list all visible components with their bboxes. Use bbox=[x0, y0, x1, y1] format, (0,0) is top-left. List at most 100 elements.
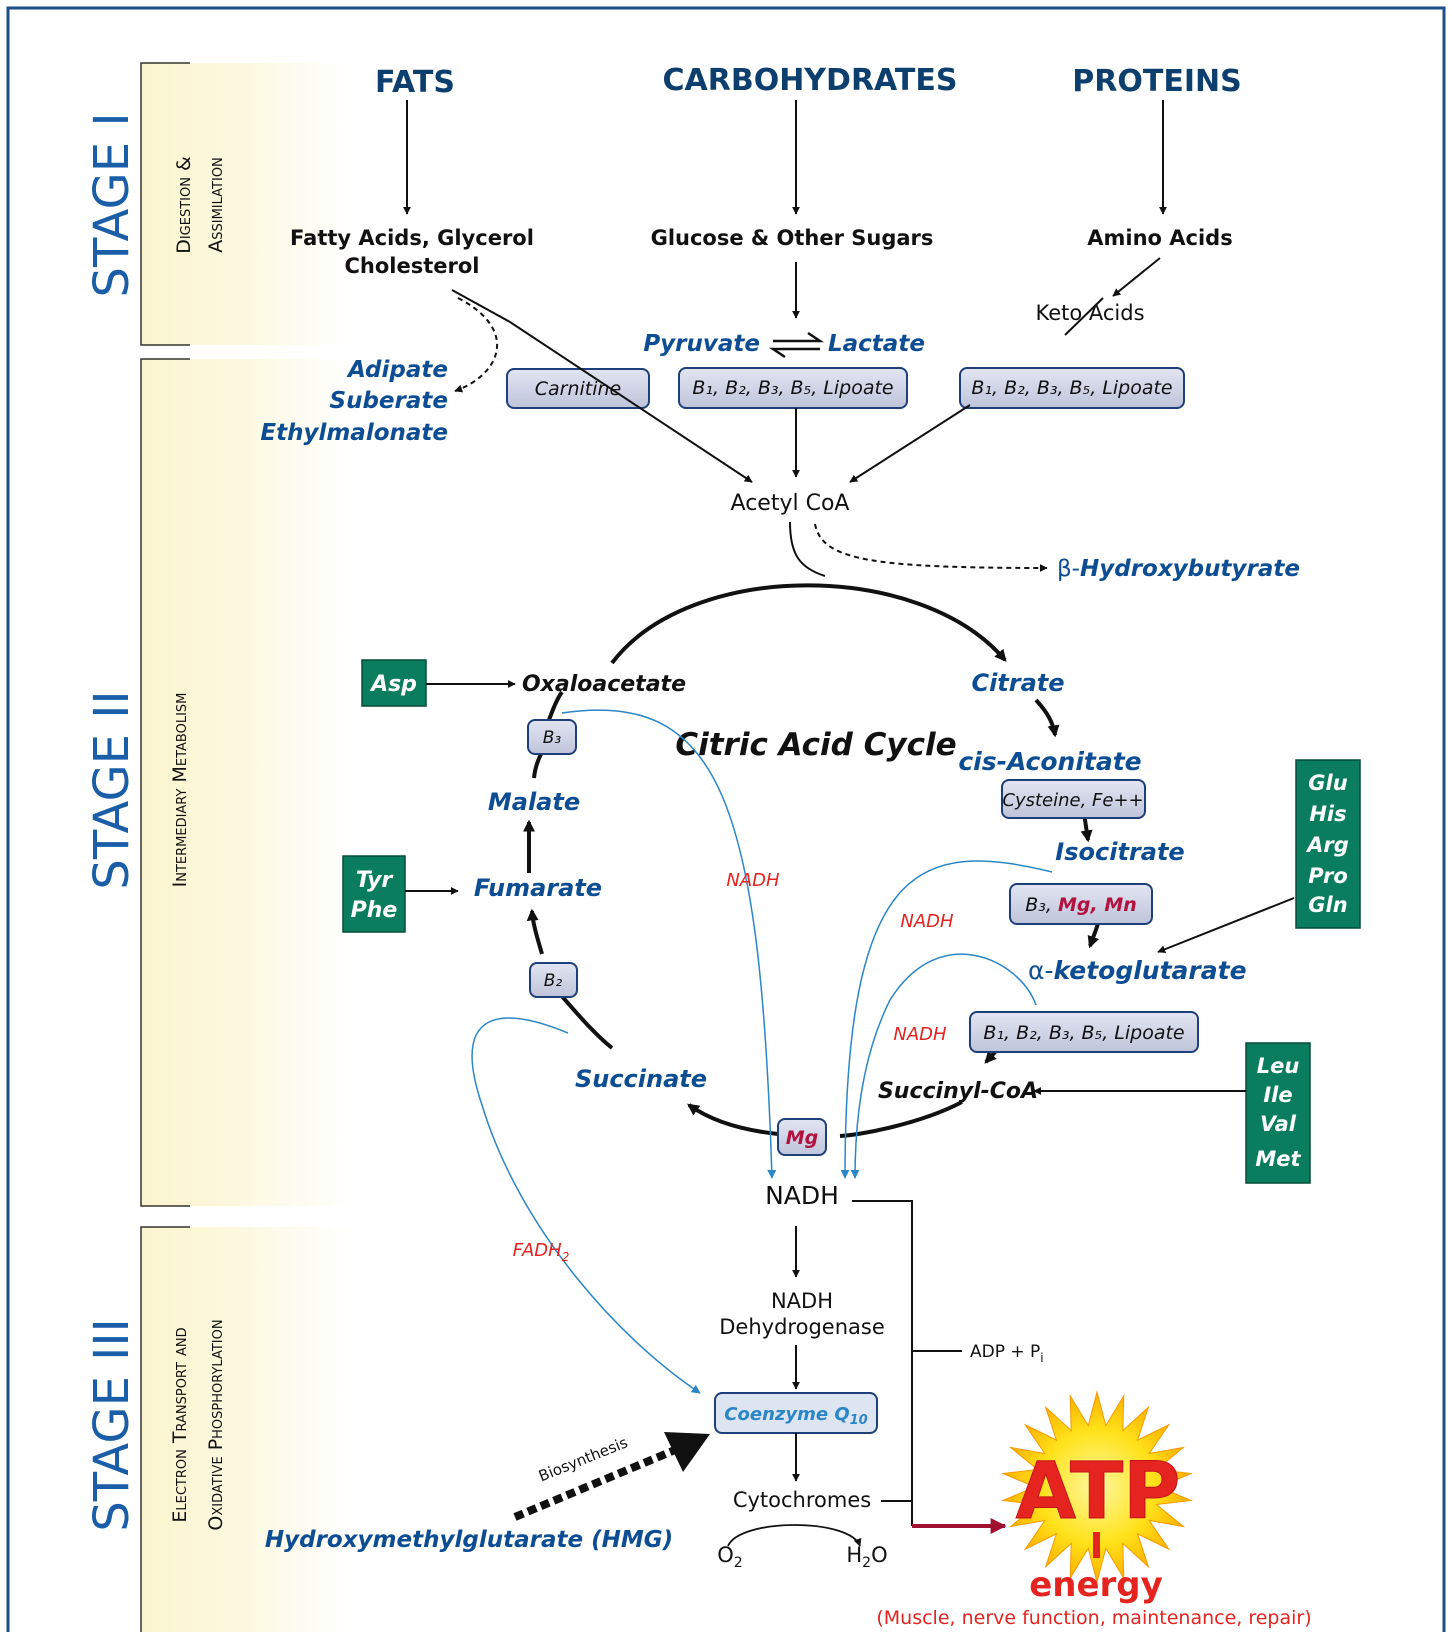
akg-cofactor-box: B₁, B₂, B₃, B₅, Lipoate bbox=[969, 1011, 1199, 1053]
adp-label: ADP + Pi bbox=[970, 1342, 1044, 1365]
hmg-label: Hydroxymethylglutarate (HMG) bbox=[265, 1527, 673, 1553]
dehydrogenase-label-1: NADH bbox=[771, 1289, 833, 1313]
stage-3-subtitle-1: Electron Transport and bbox=[169, 1327, 191, 1522]
acetyl-arrows bbox=[451, 289, 1104, 483]
svg-text:B₁, B₂, B₃, B₅, Lipoate: B₁, B₂, B₃, B₅, Lipoate bbox=[692, 377, 893, 399]
amino-acids-label: Amino Acids bbox=[1087, 226, 1232, 250]
amino-arrows bbox=[405, 680, 1295, 1095]
keto-acids-label: Keto Acids bbox=[1035, 301, 1144, 325]
biosynthesis-arrow-head bbox=[664, 1432, 710, 1472]
stage-1-title: STAGE I bbox=[84, 113, 140, 298]
stage-2-title: STAGE II bbox=[84, 690, 140, 889]
stage-1-subtitle-1: Digestion & bbox=[173, 156, 195, 254]
ethylmalonate-label: Ethylmalonate bbox=[260, 420, 448, 446]
acetyl-to-cycle bbox=[789, 521, 1048, 577]
fatty-acids-label: Fatty Acids, Glycerol bbox=[290, 226, 534, 250]
svg-text:His: His bbox=[1309, 802, 1346, 826]
succinate-label: Succinate bbox=[575, 1065, 707, 1093]
fumarate-label: Fumarate bbox=[474, 874, 602, 902]
leu-ile-box: Leu Ile Val Met bbox=[1245, 1042, 1311, 1184]
biosynthesis-arrow bbox=[513, 1446, 677, 1521]
svg-text:B₁, B₂, B₃, B₅, Lipoate: B₁, B₂, B₃, B₅, Lipoate bbox=[971, 377, 1172, 399]
stage-panels bbox=[140, 62, 351, 1632]
o2-to-h2o-arrow bbox=[727, 1524, 862, 1547]
svg-text:Ile: Ile bbox=[1263, 1083, 1292, 1107]
biosynthesis-label: Biosynthesis bbox=[536, 1433, 630, 1485]
svg-text:Gln: Gln bbox=[1308, 893, 1347, 917]
svg-text:Leu: Leu bbox=[1257, 1054, 1300, 1078]
fats-heading: FATS bbox=[375, 65, 455, 100]
proteins-heading: PROTEINS bbox=[1072, 64, 1241, 99]
cysteine-box: Cysteine, Fe++ bbox=[1001, 779, 1146, 819]
svg-text:B₃: B₃ bbox=[543, 728, 562, 748]
h2o-label: H2O bbox=[846, 1543, 887, 1571]
carnitine-box: Carnitine bbox=[506, 368, 650, 409]
cytochromes-label: Cytochromes bbox=[733, 1488, 871, 1512]
nadh-label-2: NADH bbox=[900, 911, 954, 932]
nadh-label-1: NADH bbox=[726, 870, 780, 891]
cholesterol-label: Cholesterol bbox=[345, 254, 480, 278]
svg-text:B₃, Mg, Mn: B₃, Mg, Mn bbox=[1025, 894, 1137, 916]
svg-text:Arg: Arg bbox=[1305, 833, 1349, 857]
stage-3-subtitle-2: Oxidative Phosphorylation bbox=[205, 1319, 227, 1530]
cis-aconitate-label: cis-Aconitate bbox=[958, 747, 1141, 776]
oxaloacetate-label: Oxaloacetate bbox=[522, 672, 686, 697]
nadh-label-3: NADH bbox=[893, 1024, 947, 1045]
svg-text:Glu: Glu bbox=[1308, 771, 1347, 795]
isocitrate-cofactor-box: B₃, Mg, Mn bbox=[1009, 883, 1153, 925]
adp-bracket bbox=[852, 1200, 962, 1526]
svg-text:Cysteine, Fe++: Cysteine, Fe++ bbox=[1002, 790, 1143, 811]
isocitrate-label: Isocitrate bbox=[1055, 838, 1184, 866]
lactate-label: Lactate bbox=[828, 331, 925, 357]
pyruvate-cofactor-box: B₁, B₂, B₃, B₅, Lipoate bbox=[678, 367, 908, 409]
citric-cycle-arcs bbox=[523, 583, 1103, 1138]
coenzyme-q10-box: Coenzyme Q10 bbox=[714, 1392, 878, 1434]
carbohydrates-heading: CARBOHYDRATES bbox=[663, 63, 958, 98]
dehydrogenase-label-2: Dehydrogenase bbox=[719, 1315, 884, 1339]
succinyl-coa-label: Succinyl-CoA bbox=[878, 1079, 1038, 1104]
glu-his-box: Glu His Arg Pro Gln bbox=[1295, 759, 1361, 929]
svg-text:B₁, B₂, B₃, B₅, Lipoate: B₁, B₂, B₃, B₅, Lipoate bbox=[983, 1022, 1184, 1044]
svg-text:Coenzyme Q10: Coenzyme Q10 bbox=[724, 1404, 867, 1428]
glucose-label: Glucose & Other Sugars bbox=[651, 226, 934, 250]
atp-label: ATP bbox=[1016, 1447, 1181, 1537]
page-border bbox=[6, 6, 1446, 1636]
adipate-label: Adipate bbox=[346, 357, 448, 383]
nadh-main-label: NADH bbox=[765, 1181, 839, 1210]
electron-carrier-curves bbox=[471, 709, 1053, 1394]
alpha-ketoglutarate-label: α-ketoglutarate bbox=[1028, 956, 1247, 985]
o2-label: O2 bbox=[717, 1543, 742, 1571]
citrate-label: Citrate bbox=[971, 669, 1064, 697]
svg-text:Phe: Phe bbox=[351, 898, 398, 923]
svg-text:Asp: Asp bbox=[369, 672, 417, 697]
keto-cofactor-box: B₁, B₂, B₃, B₅, Lipoate bbox=[959, 367, 1185, 409]
svg-text:Mg: Mg bbox=[786, 1127, 819, 1149]
stage-3-title: STAGE III bbox=[84, 1318, 140, 1531]
acetyl-coa-label: Acetyl CoA bbox=[731, 491, 850, 516]
equilibrium-arrows bbox=[768, 331, 825, 359]
svg-text:Val: Val bbox=[1260, 1112, 1297, 1136]
cycle-title: Citric Acid Cycle bbox=[675, 727, 956, 763]
svg-text:Carnitine: Carnitine bbox=[535, 378, 622, 400]
svg-text:Met: Met bbox=[1255, 1147, 1301, 1171]
stage-1-subtitle-2: Assimilation bbox=[205, 157, 227, 253]
svg-text:B₂: B₂ bbox=[544, 971, 563, 991]
tyr-phe-box: Tyr Phe bbox=[342, 855, 406, 933]
digestion-arrows bbox=[403, 100, 1167, 319]
bhb-label: β-Hydroxybutyrate bbox=[1057, 556, 1300, 582]
energy-label: energy bbox=[1029, 1565, 1163, 1605]
mg-box: Mg bbox=[777, 1118, 827, 1156]
b3-box: B₃ bbox=[527, 719, 577, 755]
energy-note: (Muscle, nerve function, maintenance, re… bbox=[876, 1607, 1311, 1629]
asp-box: Asp bbox=[361, 659, 427, 707]
svg-text:Tyr: Tyr bbox=[356, 868, 394, 893]
b2-box: B₂ bbox=[529, 962, 578, 998]
pyruvate-label: Pyruvate bbox=[643, 331, 760, 357]
stage-2-subtitle: Intermediary Metabolism bbox=[169, 693, 191, 888]
malate-label: Malate bbox=[488, 788, 580, 816]
atp-stem bbox=[1093, 1532, 1100, 1558]
atp-burst-icon bbox=[1001, 1390, 1193, 1584]
svg-text:Pro: Pro bbox=[1308, 864, 1348, 888]
